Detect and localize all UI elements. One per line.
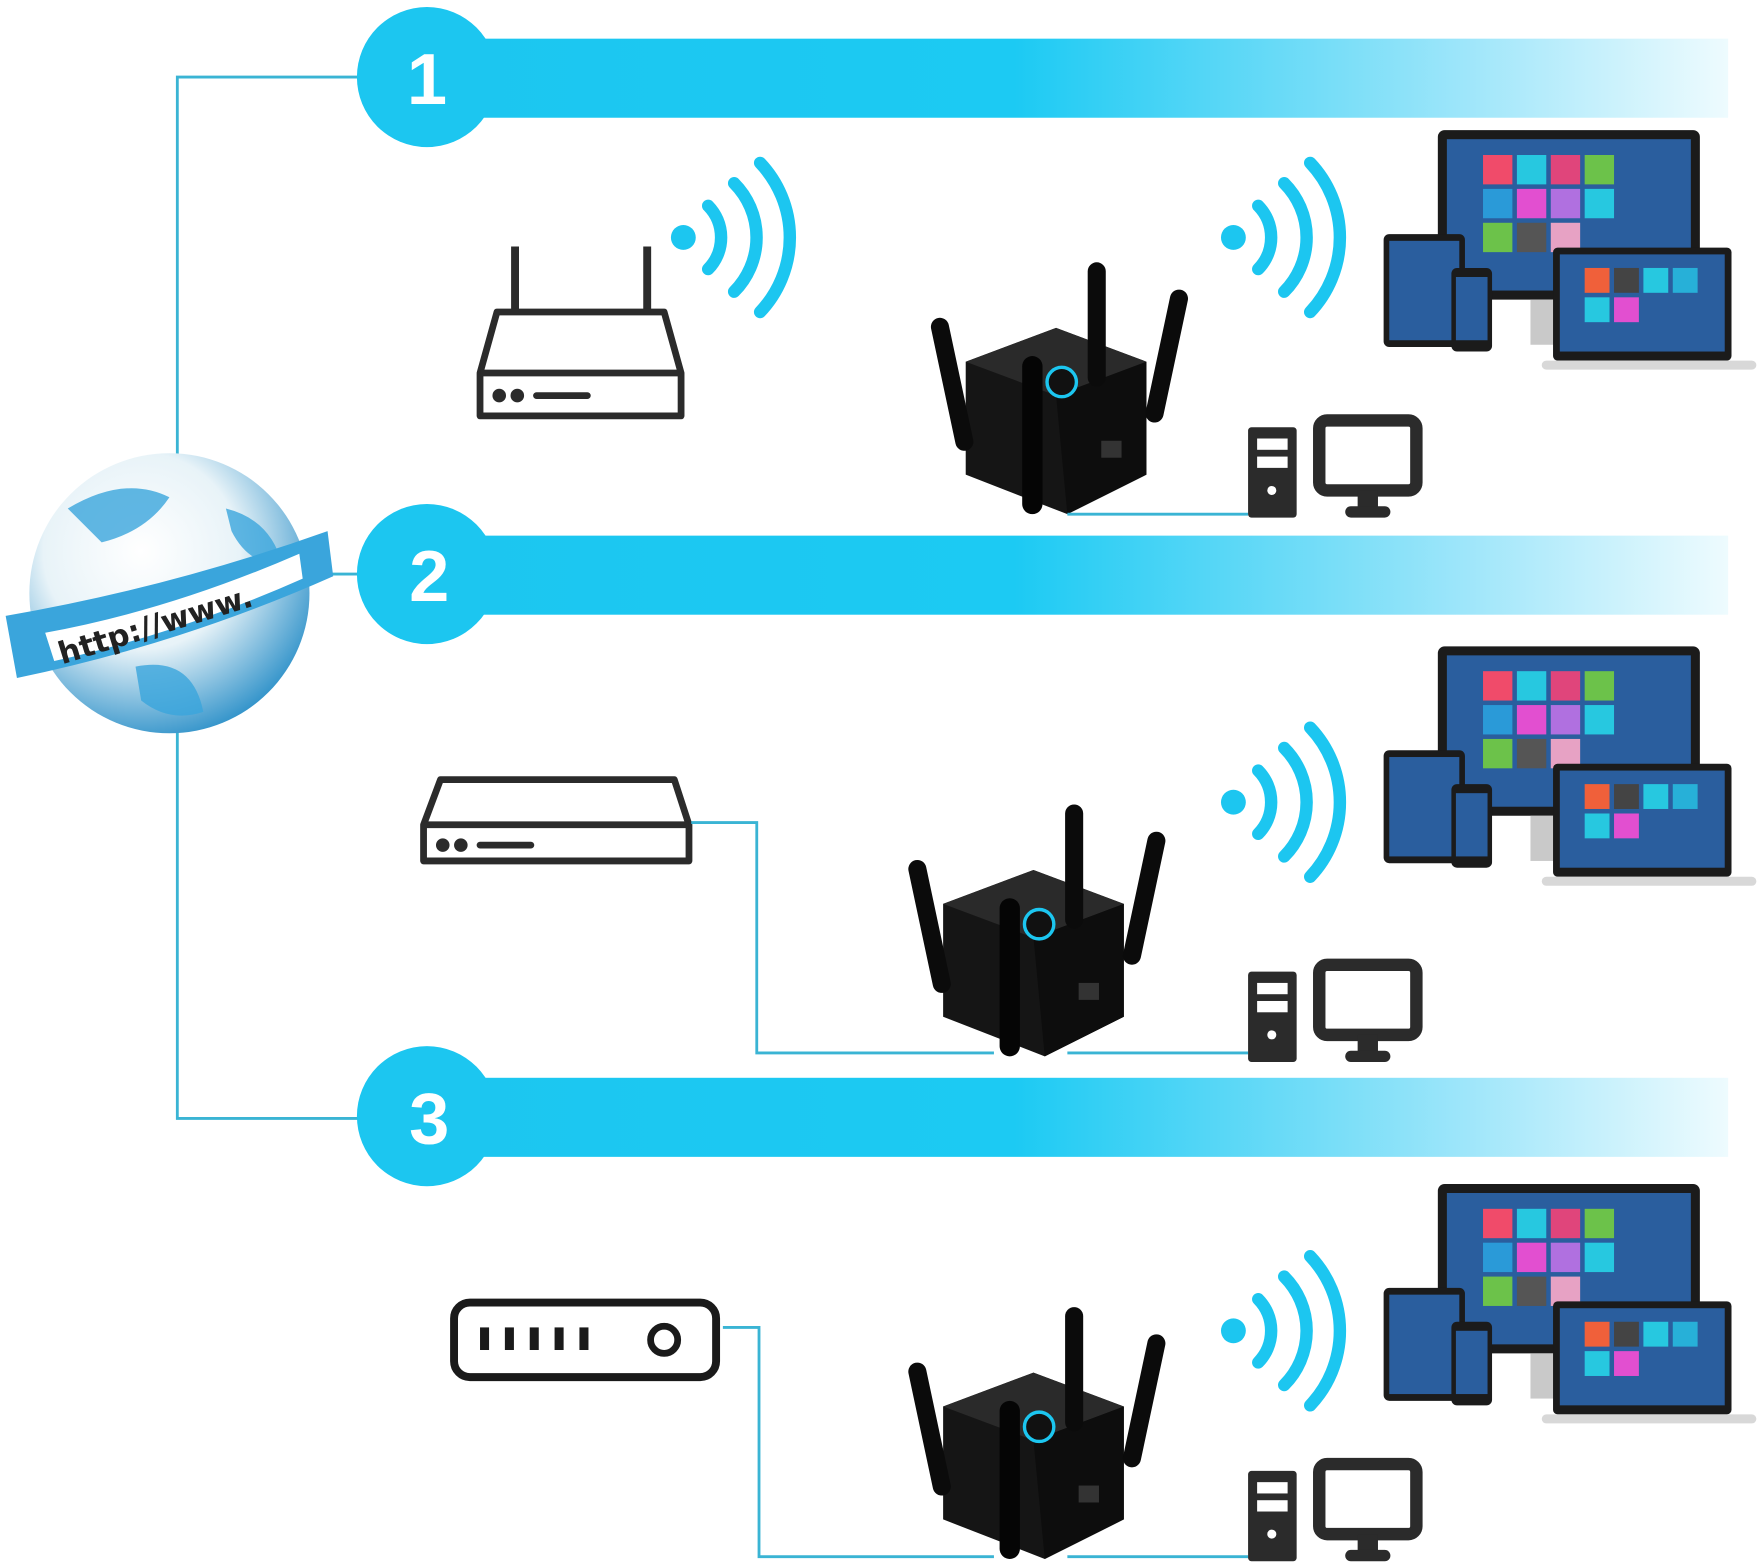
step-bar-1: 1 bbox=[356, 7, 1729, 148]
extender-wifi-signal-icon-2 bbox=[1221, 728, 1340, 877]
internet-globe-icon: http://www. bbox=[5, 453, 334, 734]
extender-wifi-signal-icon-3 bbox=[1221, 1256, 1340, 1405]
wifi-extender-2 bbox=[904, 802, 1169, 1059]
step-number-2: 2 bbox=[409, 537, 449, 617]
step-badge-3 bbox=[356, 1046, 497, 1187]
extender-wifi-signal-icon-1 bbox=[1221, 163, 1340, 312]
ethernet-cable-ont bbox=[722, 1326, 994, 1559]
desktop-computer-icon-2 bbox=[1248, 965, 1416, 1062]
step-badge-1 bbox=[356, 7, 497, 148]
step-bar-3: 3 bbox=[356, 1046, 1729, 1187]
wireless-devices-1 bbox=[1383, 130, 1757, 370]
step-number-3: 3 bbox=[409, 1079, 449, 1159]
wifi-extender-3 bbox=[904, 1305, 1169, 1561]
step-badge-2 bbox=[356, 504, 497, 645]
wireless-devices-3 bbox=[1383, 1183, 1757, 1424]
wireless-devices-2 bbox=[1383, 646, 1757, 886]
router-wifi-signal-icon bbox=[671, 163, 790, 312]
fiber-ont-icon bbox=[450, 1298, 721, 1382]
step-number-1: 1 bbox=[407, 40, 447, 120]
desktop-computer-icon-3 bbox=[1248, 1464, 1416, 1561]
wifi-extender-1 bbox=[927, 260, 1192, 516]
desktop-computer-icon-1 bbox=[1248, 420, 1416, 517]
modem-icon bbox=[420, 776, 693, 865]
wireless-router-icon bbox=[476, 246, 685, 420]
ethernet-cable-modem bbox=[691, 821, 994, 1055]
step-bar-2: 2 bbox=[356, 504, 1729, 645]
